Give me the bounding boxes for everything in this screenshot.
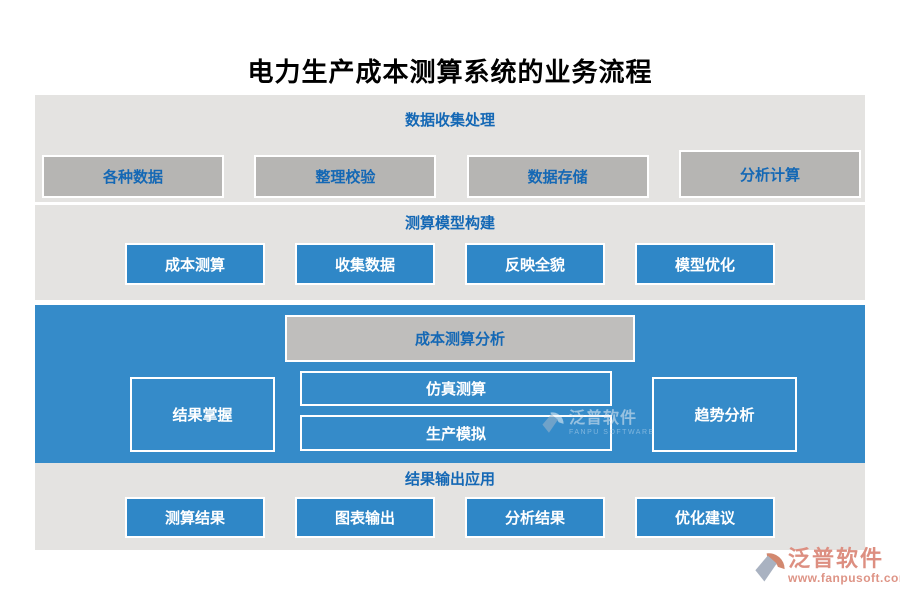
section-header: 数据收集处理 [404, 112, 495, 129]
fanpu-logo: 泛普软件 www.fanpusoft.com [752, 548, 900, 586]
process-box: 测算结果 [125, 497, 265, 538]
section-output: 结果输出应用 测算结果 图表输出 分析结果 优化建议 [35, 463, 865, 550]
logo-url: www.fanpusoft.com [788, 571, 900, 585]
process-box: 数据存储 [466, 155, 649, 198]
page-title: 电力生产成本测算系统的业务流程 [247, 57, 653, 87]
fanpu-logo-icon [755, 553, 785, 582]
process-box: 整理校验 [254, 155, 437, 198]
process-row: 各种数据 整理校验 数据存储 分析计算 [35, 150, 865, 198]
process-box: 反映全貌 [465, 243, 605, 285]
section-header: 测算模型构建 [404, 215, 495, 232]
process-box: 分析计算 [678, 150, 861, 198]
section-cost-analysis: 成本测算分析 结果掌握 仿真测算 生产模拟 趋势分析 泛普软件 FANPU SO… [35, 305, 865, 463]
process-box: 趋势分析 [652, 377, 797, 452]
process-box: 优化建议 [635, 497, 775, 538]
process-box: 收集数据 [295, 243, 435, 285]
section-header: 结果输出应用 [404, 471, 495, 488]
process-box: 各种数据 [42, 155, 224, 198]
process-box: 成本测算 [125, 243, 265, 285]
process-box: 仿真测算 [300, 371, 612, 406]
section-model-build: 测算模型构建 成本测算 收集数据 反映全貌 模型优化 [35, 205, 865, 300]
section-header-box: 成本测算分析 [285, 315, 635, 362]
process-row: 成本测算 收集数据 反映全貌 模型优化 [35, 243, 865, 285]
section-data-collection: 数据收集处理 各种数据 整理校验 数据存储 分析计算 [35, 95, 865, 202]
process-box: 图表输出 [295, 497, 435, 538]
process-row: 测算结果 图表输出 分析结果 优化建议 [35, 497, 865, 538]
process-box: 结果掌握 [130, 377, 275, 452]
process-box: 生产模拟 [300, 415, 612, 451]
process-box: 分析结果 [465, 497, 605, 538]
process-box: 模型优化 [635, 243, 775, 285]
logo-name: 泛普软件 [788, 546, 885, 571]
